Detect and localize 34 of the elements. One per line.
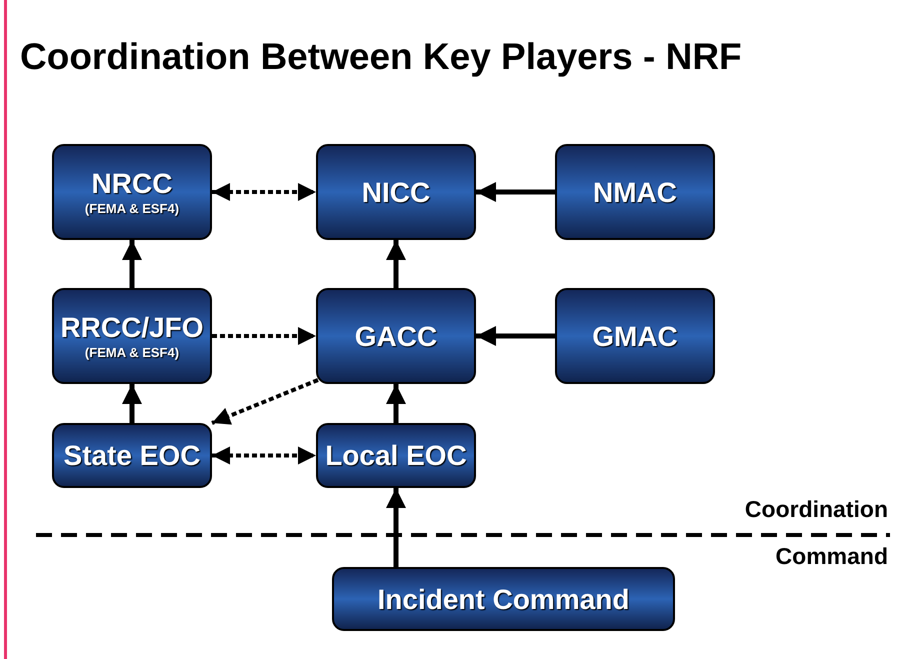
arrow — [122, 384, 142, 423]
box-title: NICC — [362, 176, 430, 210]
arrow — [211, 378, 319, 425]
process-box — [52, 423, 212, 488]
arrow — [212, 327, 316, 345]
box-title: GACC — [354, 320, 438, 354]
box-subtitle: (FEMA & ESF4) — [84, 345, 180, 362]
zone-label: Coordination — [744, 498, 888, 521]
box-title: NRCC — [92, 167, 172, 202]
process-box — [316, 144, 476, 240]
box-title: Local EOC — [325, 439, 467, 473]
arrow — [122, 240, 142, 288]
box-title: GMAC — [592, 320, 678, 354]
arrow — [386, 384, 406, 423]
box-title: State EOC — [64, 439, 200, 473]
arrow — [386, 240, 406, 288]
box-title: Incident Command — [377, 582, 630, 616]
title: Coordination Between Key Players - NRF — [20, 38, 742, 75]
process-box — [316, 288, 476, 384]
arrow — [212, 183, 316, 201]
process-box — [555, 144, 715, 240]
process-box — [52, 288, 212, 384]
zone-label: Command — [776, 545, 888, 568]
process-box — [332, 567, 675, 631]
arrow — [476, 182, 555, 202]
arrow — [476, 326, 555, 346]
box-subtitle: (FEMA & ESF4) — [84, 201, 180, 218]
process-box — [555, 288, 715, 384]
arrow — [212, 446, 316, 464]
box-title: NMAC — [593, 176, 677, 210]
box-title: RRCC/JFO — [60, 311, 204, 346]
arrow — [386, 488, 406, 567]
process-box — [52, 144, 212, 240]
process-box — [316, 423, 476, 488]
